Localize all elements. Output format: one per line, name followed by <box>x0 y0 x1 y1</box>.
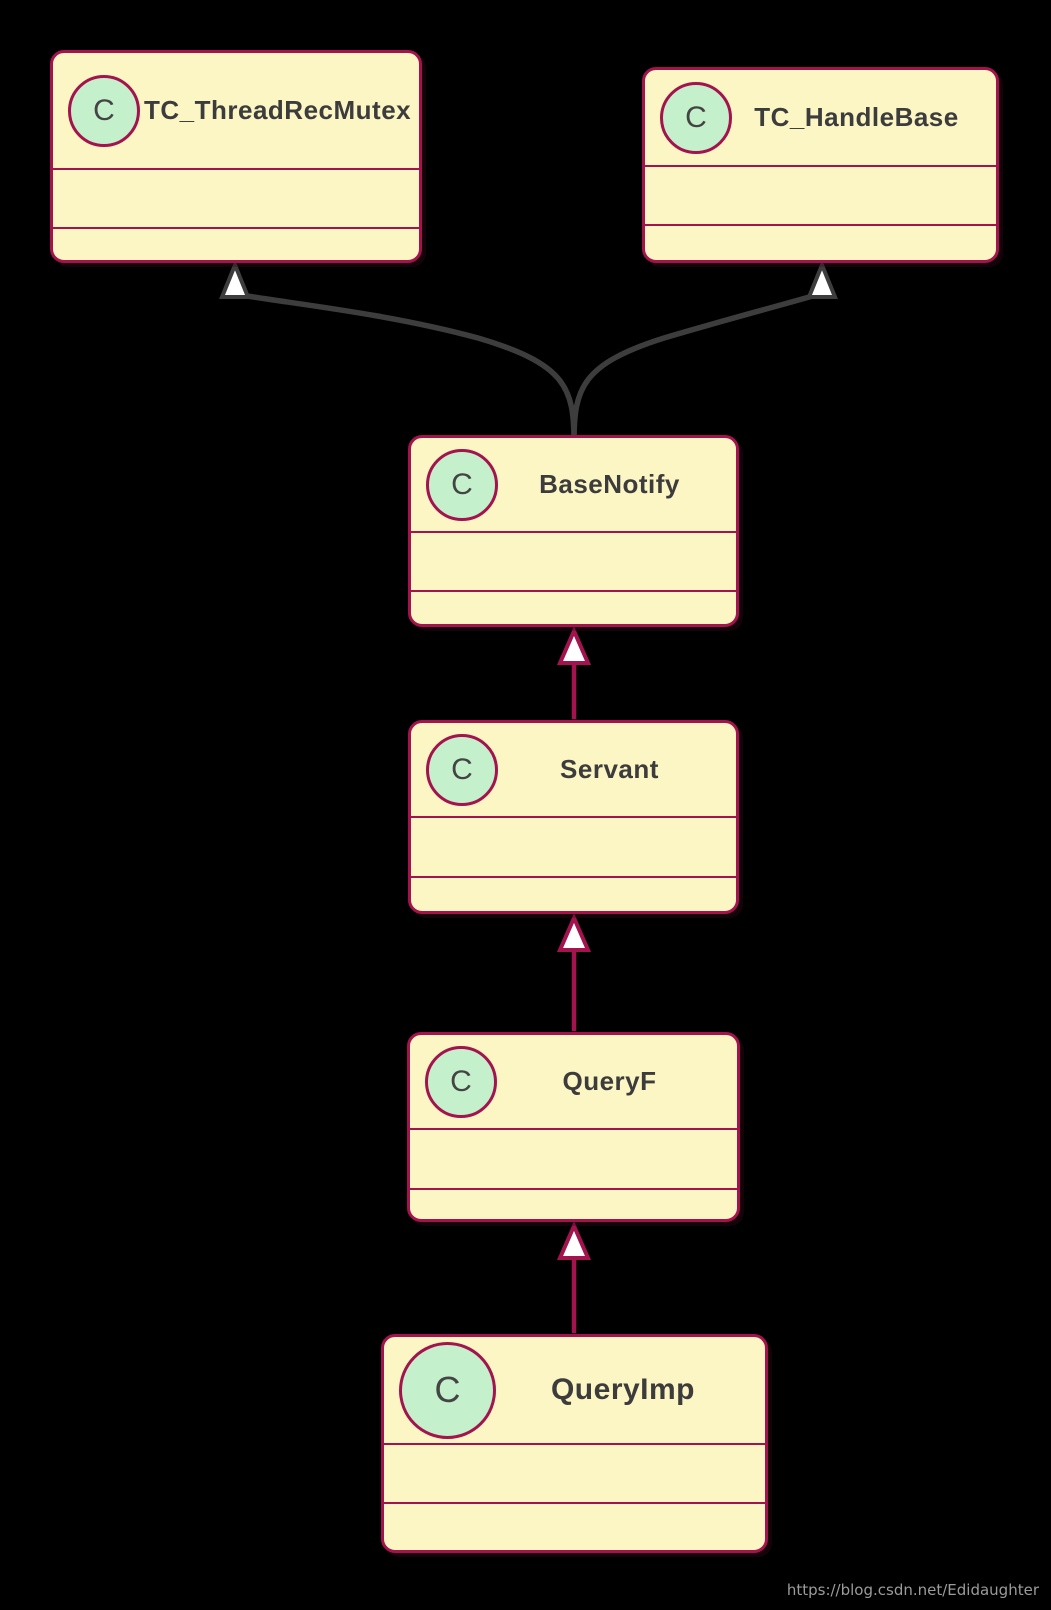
class-stereotype-circle-icon: C <box>660 81 732 154</box>
class-name: Servant <box>560 754 659 784</box>
class-box-queryimp: C QueryImp <box>381 1334 768 1553</box>
class-title-compartment: C TC_HandleBase <box>645 70 996 165</box>
class-title-compartment: C TC_ThreadRecMutex <box>53 53 419 168</box>
class-attributes-compartment <box>411 531 736 590</box>
class-name: TC_ThreadRecMutex <box>144 95 412 125</box>
extends-arrowhead-tcthreadrecmutex <box>219 259 251 299</box>
class-methods-compartment <box>384 1502 765 1550</box>
class-stereotype-circle-icon: C <box>68 74 140 147</box>
class-name: QueryImp <box>550 1373 696 1406</box>
class-title-compartment: C QueryF <box>410 1035 737 1128</box>
class-name: QueryF <box>562 1066 657 1096</box>
class-stereotype-letter: C <box>93 93 115 127</box>
class-title-compartment: C Servant <box>411 723 736 816</box>
extends-link-basenotify-to-tcthreadrecmutex <box>240 292 577 443</box>
class-stereotype-circle-icon: C <box>425 1045 497 1118</box>
class-stereotype-circle-icon: C <box>399 1341 496 1439</box>
class-box-basenotify: C BaseNotify <box>408 435 739 627</box>
class-box-servant: C Servant <box>408 720 739 914</box>
class-stereotype-letter: C <box>434 1369 461 1410</box>
extends-arrowhead-tchandlebase <box>806 259 838 299</box>
class-title-compartment: C BaseNotify <box>411 438 736 531</box>
csdn-watermark: https://blog.csdn.net/Edidaughter <box>786 1581 1039 1599</box>
class-stereotype-letter: C <box>685 100 707 134</box>
class-attributes-compartment <box>645 165 996 224</box>
class-methods-compartment <box>53 227 419 260</box>
class-name: TC_HandleBase <box>754 102 959 132</box>
class-attributes-compartment <box>411 816 736 876</box>
class-attributes-compartment <box>410 1128 737 1188</box>
class-name: BaseNotify <box>539 469 680 499</box>
class-stereotype-letter: C <box>451 467 473 501</box>
class-stereotype-letter: C <box>450 1064 472 1098</box>
class-stereotype-circle-icon: C <box>426 448 498 521</box>
class-box-tc-handlebase: C TC_HandleBase <box>642 67 999 263</box>
class-methods-compartment <box>645 224 996 260</box>
extends-arrowhead-servant <box>556 913 592 952</box>
class-stereotype-circle-icon: C <box>426 733 498 806</box>
class-attributes-compartment <box>53 168 419 227</box>
extends-arrowhead-queryf <box>556 1221 592 1260</box>
class-attributes-compartment <box>384 1443 765 1502</box>
class-box-tc-threadrecmutex: C TC_ThreadRecMutex <box>50 50 422 263</box>
class-methods-compartment <box>411 876 736 911</box>
extends-link-basenotify-to-tchandlebase <box>571 292 817 443</box>
class-box-queryf: C QueryF <box>407 1032 740 1222</box>
class-title-compartment: C QueryImp <box>384 1337 765 1443</box>
class-methods-compartment <box>411 590 736 624</box>
class-methods-compartment <box>410 1188 737 1219</box>
extends-arrowhead-basenotify <box>556 626 592 665</box>
class-stereotype-letter: C <box>451 752 473 786</box>
